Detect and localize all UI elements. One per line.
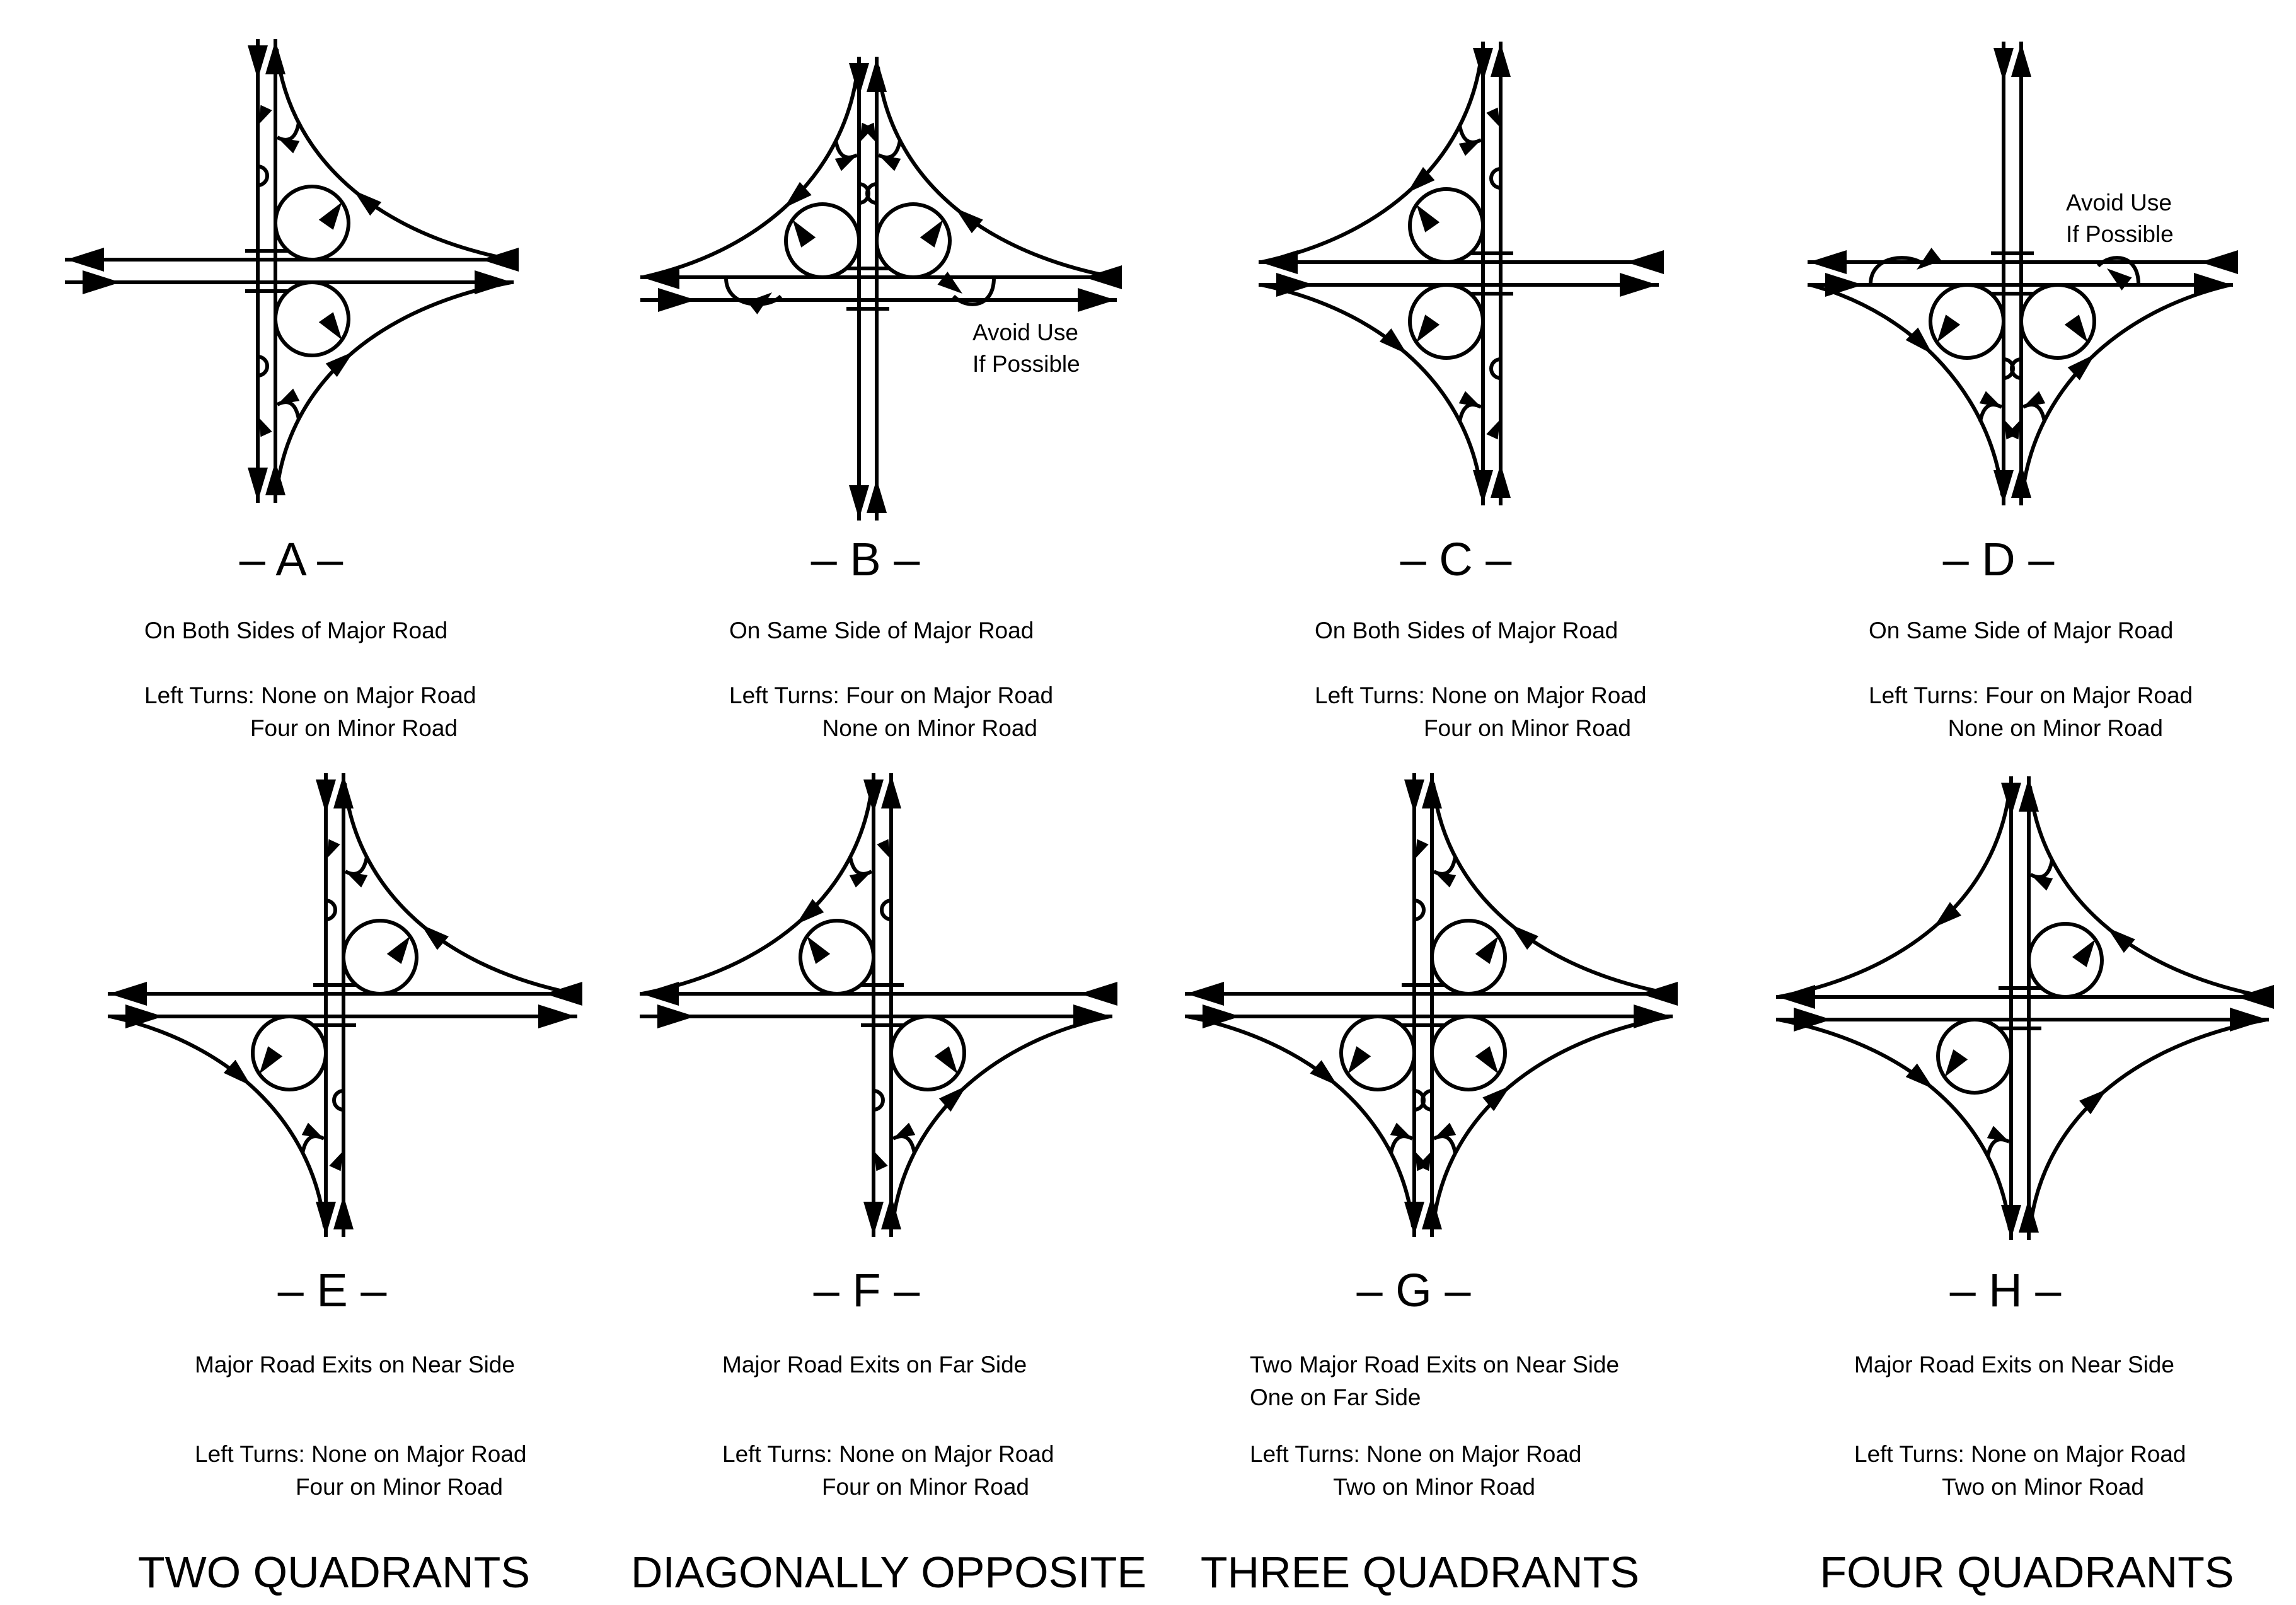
column-title-two-quadrants: TWO QUADRANTS (137, 1548, 531, 1597)
figure-h-label: – H – (1949, 1264, 2062, 1316)
figure-b-left-turns: Left Turns: Four on Major Road None on M… (729, 682, 1054, 741)
diagram-h (1776, 776, 2274, 1240)
figure-e-left-turns: Left Turns: None on Major Road Four on M… (195, 1441, 527, 1500)
figure-g-label: – G – (1356, 1264, 1471, 1316)
diagram-b (640, 57, 1122, 521)
diagram-a (65, 39, 519, 503)
column-title-four-quadrants: FOUR QUADRANTS (1820, 1548, 2234, 1597)
figure-d-description: On Same Side of Major Road (1869, 618, 2174, 643)
figure-g-left-turns: Left Turns: None on Major Road Two on Mi… (1250, 1441, 1582, 1500)
avoid-use-note-b: Avoid Use If Possible (972, 319, 1080, 377)
figure-a-description: On Both Sides of Major Road (144, 618, 448, 643)
figure-d-left-turns: Left Turns: Four on Major Road None on M… (1869, 682, 2193, 741)
figure-h-description: Major Road Exits on Near Side (1854, 1352, 2174, 1378)
figure-f-description: Major Road Exits on Far Side (722, 1352, 1027, 1378)
avoid-use-note-d: Avoid Use If Possible (2066, 190, 2174, 247)
figure-b-label: – B – (811, 533, 920, 585)
figure-c-description: On Both Sides of Major Road (1315, 618, 1618, 643)
figure-d-label: – D – (1942, 533, 2055, 585)
figure-a-left-turns: Left Turns: None on Major Road Four on M… (144, 682, 476, 741)
diagram-c (1259, 42, 1664, 505)
figure-c-left-turns: Left Turns: None on Major Road Four on M… (1315, 682, 1647, 741)
figure-c-label: – C – (1400, 533, 1512, 585)
figure-e-description: Major Road Exits on Near Side (195, 1352, 515, 1378)
diagram-f (640, 773, 1117, 1237)
diagram-g (1185, 773, 1678, 1237)
diagram-d (1808, 42, 2238, 505)
figure-g-description: Two Major Road Exits on Near Side One on… (1250, 1352, 1620, 1410)
column-title-three-quadrants: THREE QUADRANTS (1200, 1548, 1640, 1597)
figure-f-label: – F – (813, 1264, 920, 1316)
figure-f-left-turns: Left Turns: None on Major Road Four on M… (722, 1441, 1054, 1500)
figure-b-description: On Same Side of Major Road (729, 618, 1034, 643)
figure-e-label: – E – (277, 1264, 387, 1316)
figure-a-label: – A – (239, 533, 343, 585)
column-title-diagonally-opposite: DIAGONALLY OPPOSITE (630, 1548, 1147, 1597)
figure-h-left-turns: Left Turns: None on Major Road Two on Mi… (1854, 1441, 2186, 1500)
diagram-e (108, 773, 582, 1237)
